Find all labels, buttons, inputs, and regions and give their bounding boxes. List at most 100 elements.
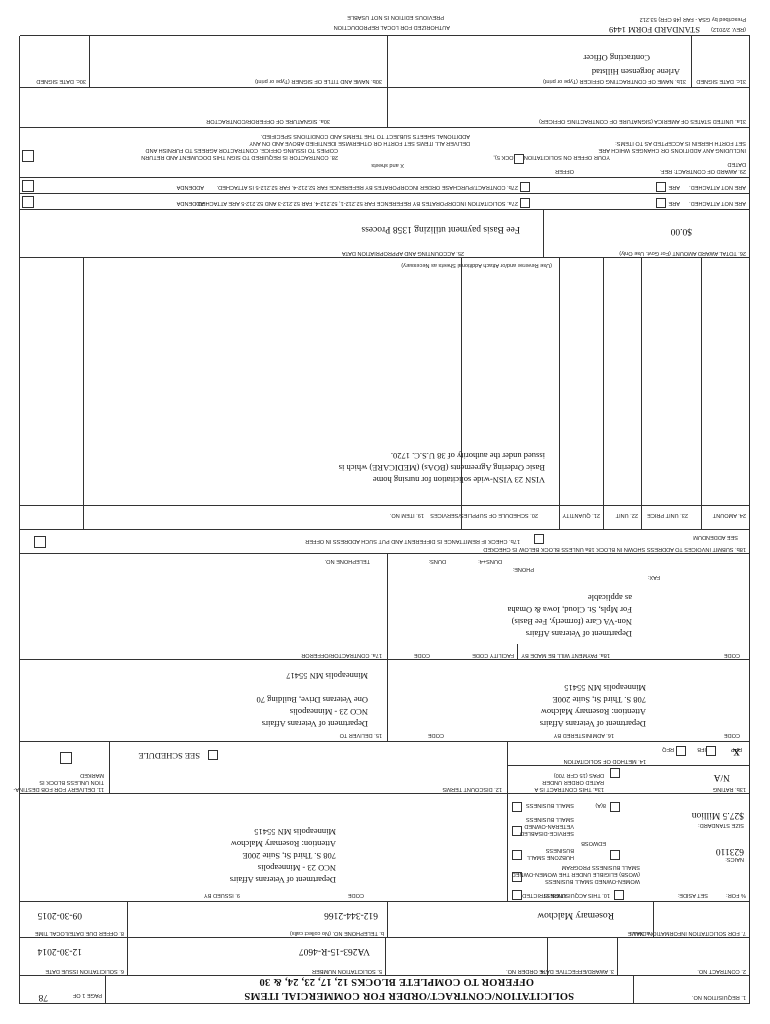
divider bbox=[559, 258, 560, 530]
divider bbox=[387, 902, 388, 938]
ifb-checkbox[interactable] bbox=[706, 746, 716, 756]
row-line bbox=[20, 127, 750, 128]
are-27a-checkbox[interactable] bbox=[656, 198, 666, 208]
award-line-5: INCLUDING ANY ADDITIONS OR CHANGES WHICH… bbox=[598, 147, 746, 153]
duns4-label: DUNS+4: bbox=[478, 558, 502, 564]
delivery-line-3: MARKED bbox=[80, 772, 104, 778]
solicitation-number: VA263-15-R-4607 bbox=[298, 946, 370, 956]
form-subtitle: OFFEROR TO COMPLETE BLOCKS 12, 17, 23, 2… bbox=[259, 976, 534, 987]
divider bbox=[543, 210, 544, 258]
page-total: 78 bbox=[38, 992, 49, 1002]
are-27b-checkbox[interactable] bbox=[656, 182, 666, 192]
contractor-label: 17a. CONTRACTOR/OFFEROR bbox=[301, 652, 382, 658]
row-line bbox=[20, 793, 750, 794]
admin-by-line-4: Minneapolis MN 55415 bbox=[564, 683, 646, 693]
delivery-line-2: TION UNLESS BLOCK IS bbox=[39, 779, 104, 785]
sign-line-4: ADDITIONAL SHEETS SUBJECT TO THE TERMS A… bbox=[260, 133, 470, 139]
col-quantity: 21. QUANTITY bbox=[562, 512, 600, 518]
fax-label: FAX: bbox=[647, 574, 660, 580]
rfq-checkbox[interactable] bbox=[676, 746, 686, 756]
are-not-27b-checkbox[interactable] bbox=[520, 182, 530, 192]
divider bbox=[127, 902, 128, 938]
deliver-code-label: CODE bbox=[427, 732, 444, 738]
divider bbox=[517, 644, 518, 660]
row-line bbox=[20, 87, 750, 88]
addenda-27a-checkbox[interactable] bbox=[22, 196, 34, 208]
issued-by-line-2: NCO 23 - Minneapolis bbox=[257, 863, 336, 873]
payment-by-label: 18a. PAYMENT WILL BE MADE BY bbox=[521, 652, 610, 658]
col-unit: 22. UNIT bbox=[615, 512, 638, 518]
divider bbox=[691, 36, 692, 88]
prescribed-label: Prescribed by GSA - FAR (48 CFR) 53.212 bbox=[639, 16, 746, 22]
col-unit-price: 23. UNIT PRICE bbox=[647, 512, 688, 518]
method-label: 14. METHOD OF SOLICITATION bbox=[563, 758, 646, 764]
page-label: PAGE 1 OF bbox=[72, 992, 102, 998]
name-label: a. NAME bbox=[627, 930, 650, 936]
sheets-copies: X and sheets bbox=[371, 162, 404, 168]
issued-by-line-4: Attention: Rosemary Malchow bbox=[230, 839, 336, 849]
hubzone-checkbox[interactable] bbox=[512, 850, 522, 860]
size-standard: $27.5 Million bbox=[691, 810, 744, 820]
are-not-27a-checkbox[interactable] bbox=[520, 198, 530, 208]
row-line bbox=[20, 209, 750, 210]
col-item-no: 19. ITEM NO. bbox=[389, 512, 424, 518]
rated-checkbox[interactable] bbox=[610, 768, 620, 778]
sign-line-1: 28. CONTRACTOR IS REQUIRED TO SIGN THIS … bbox=[141, 154, 338, 160]
sign-checkbox[interactable] bbox=[22, 150, 34, 162]
unrestricted-checkbox[interactable] bbox=[512, 890, 522, 900]
issued-by-line-5: Minneapolis MN 55415 bbox=[254, 827, 336, 837]
row-line bbox=[20, 177, 750, 178]
addenda-27b: ADDENDA bbox=[176, 184, 204, 190]
award-line-4: YOUR OFFER ON SOLICITATION (BLOCK 5), bbox=[493, 154, 610, 160]
admin-by-line-1: Department of Veterans Affairs bbox=[539, 719, 646, 729]
rated-line-2: RATED ORDER UNDER bbox=[542, 779, 604, 785]
contractor-code-label: CODE bbox=[413, 652, 430, 658]
edwosb-checkbox[interactable] bbox=[610, 850, 620, 860]
divider bbox=[127, 938, 128, 976]
offer-due-date: 09-30-2015 bbox=[37, 910, 82, 920]
divider bbox=[89, 36, 90, 88]
order-no-label: 4. ORDER NO. bbox=[506, 968, 544, 974]
rev-label: (REV. 2/2012) bbox=[711, 26, 746, 32]
eight-a-checkbox[interactable] bbox=[610, 802, 620, 812]
see-addendum: SEE ADDENDUM bbox=[693, 534, 738, 540]
divider bbox=[617, 938, 618, 976]
divider bbox=[461, 258, 462, 530]
delivery-line-1: 11. DELIVERY FOR FOB DESTINA- bbox=[13, 786, 104, 792]
row-line bbox=[20, 193, 750, 194]
award-checkbox[interactable] bbox=[514, 154, 524, 164]
addenda-27b-checkbox[interactable] bbox=[22, 180, 34, 192]
payment-by-line-1: Department of Veterans Affairs bbox=[525, 629, 632, 639]
form-title: SOLICITATION/CONTRACT/ORDER FOR COMMERCI… bbox=[244, 990, 574, 1001]
form-number: STANDARD FORM 1449 bbox=[609, 25, 700, 35]
schedule-checkbox[interactable] bbox=[208, 750, 218, 760]
issued-by-label: 9. ISSUED BY bbox=[203, 892, 240, 898]
divider bbox=[701, 258, 702, 530]
invoice-checkbox[interactable] bbox=[534, 534, 544, 544]
award-date-label: 3. AWARD/EFFECTIVE DATE bbox=[539, 968, 614, 974]
row-line bbox=[20, 553, 750, 554]
issued-code-label: CODE bbox=[347, 892, 364, 898]
divider bbox=[641, 258, 642, 530]
set-aside-checkbox[interactable] bbox=[614, 890, 624, 900]
contact-phone: 612-344-2166 bbox=[324, 910, 378, 920]
total-amount-label: 26. TOTAL AWARD AMOUNT (For Govt. Use On… bbox=[619, 250, 746, 256]
sdvosb-line-1: SERVICE-DISABLED bbox=[520, 830, 574, 836]
divider bbox=[653, 902, 654, 938]
solicitation-number-label: 5. SOLICITATION NUMBER bbox=[311, 968, 382, 974]
issued-by-line-1: Department of Veterans Affairs bbox=[229, 875, 336, 885]
divider bbox=[507, 742, 508, 794]
invoice-label: 18b. SUBMIT INVOICES TO ADDRESS SHOWN IN… bbox=[483, 546, 746, 552]
are-not-attached-27b: ARE NOT ATTACHED. bbox=[689, 184, 746, 190]
small-business-checkbox[interactable] bbox=[512, 802, 522, 812]
row-line bbox=[20, 505, 750, 506]
ifb-label: IFB bbox=[697, 746, 706, 752]
wosb-line-1: WOMEN-OWNED SMALL BUSINESS bbox=[545, 878, 640, 884]
edwosb-label: EDWOSB bbox=[581, 840, 606, 846]
facility-code-label: FACILITY CODE bbox=[472, 652, 514, 658]
remittance-checkbox[interactable] bbox=[34, 536, 46, 548]
fob-destination-checkbox[interactable] bbox=[60, 752, 72, 764]
eight-a-label: 8(A) bbox=[595, 802, 606, 808]
size-standard-label: SIZE STANDARD: bbox=[698, 822, 744, 828]
divider bbox=[387, 554, 388, 660]
